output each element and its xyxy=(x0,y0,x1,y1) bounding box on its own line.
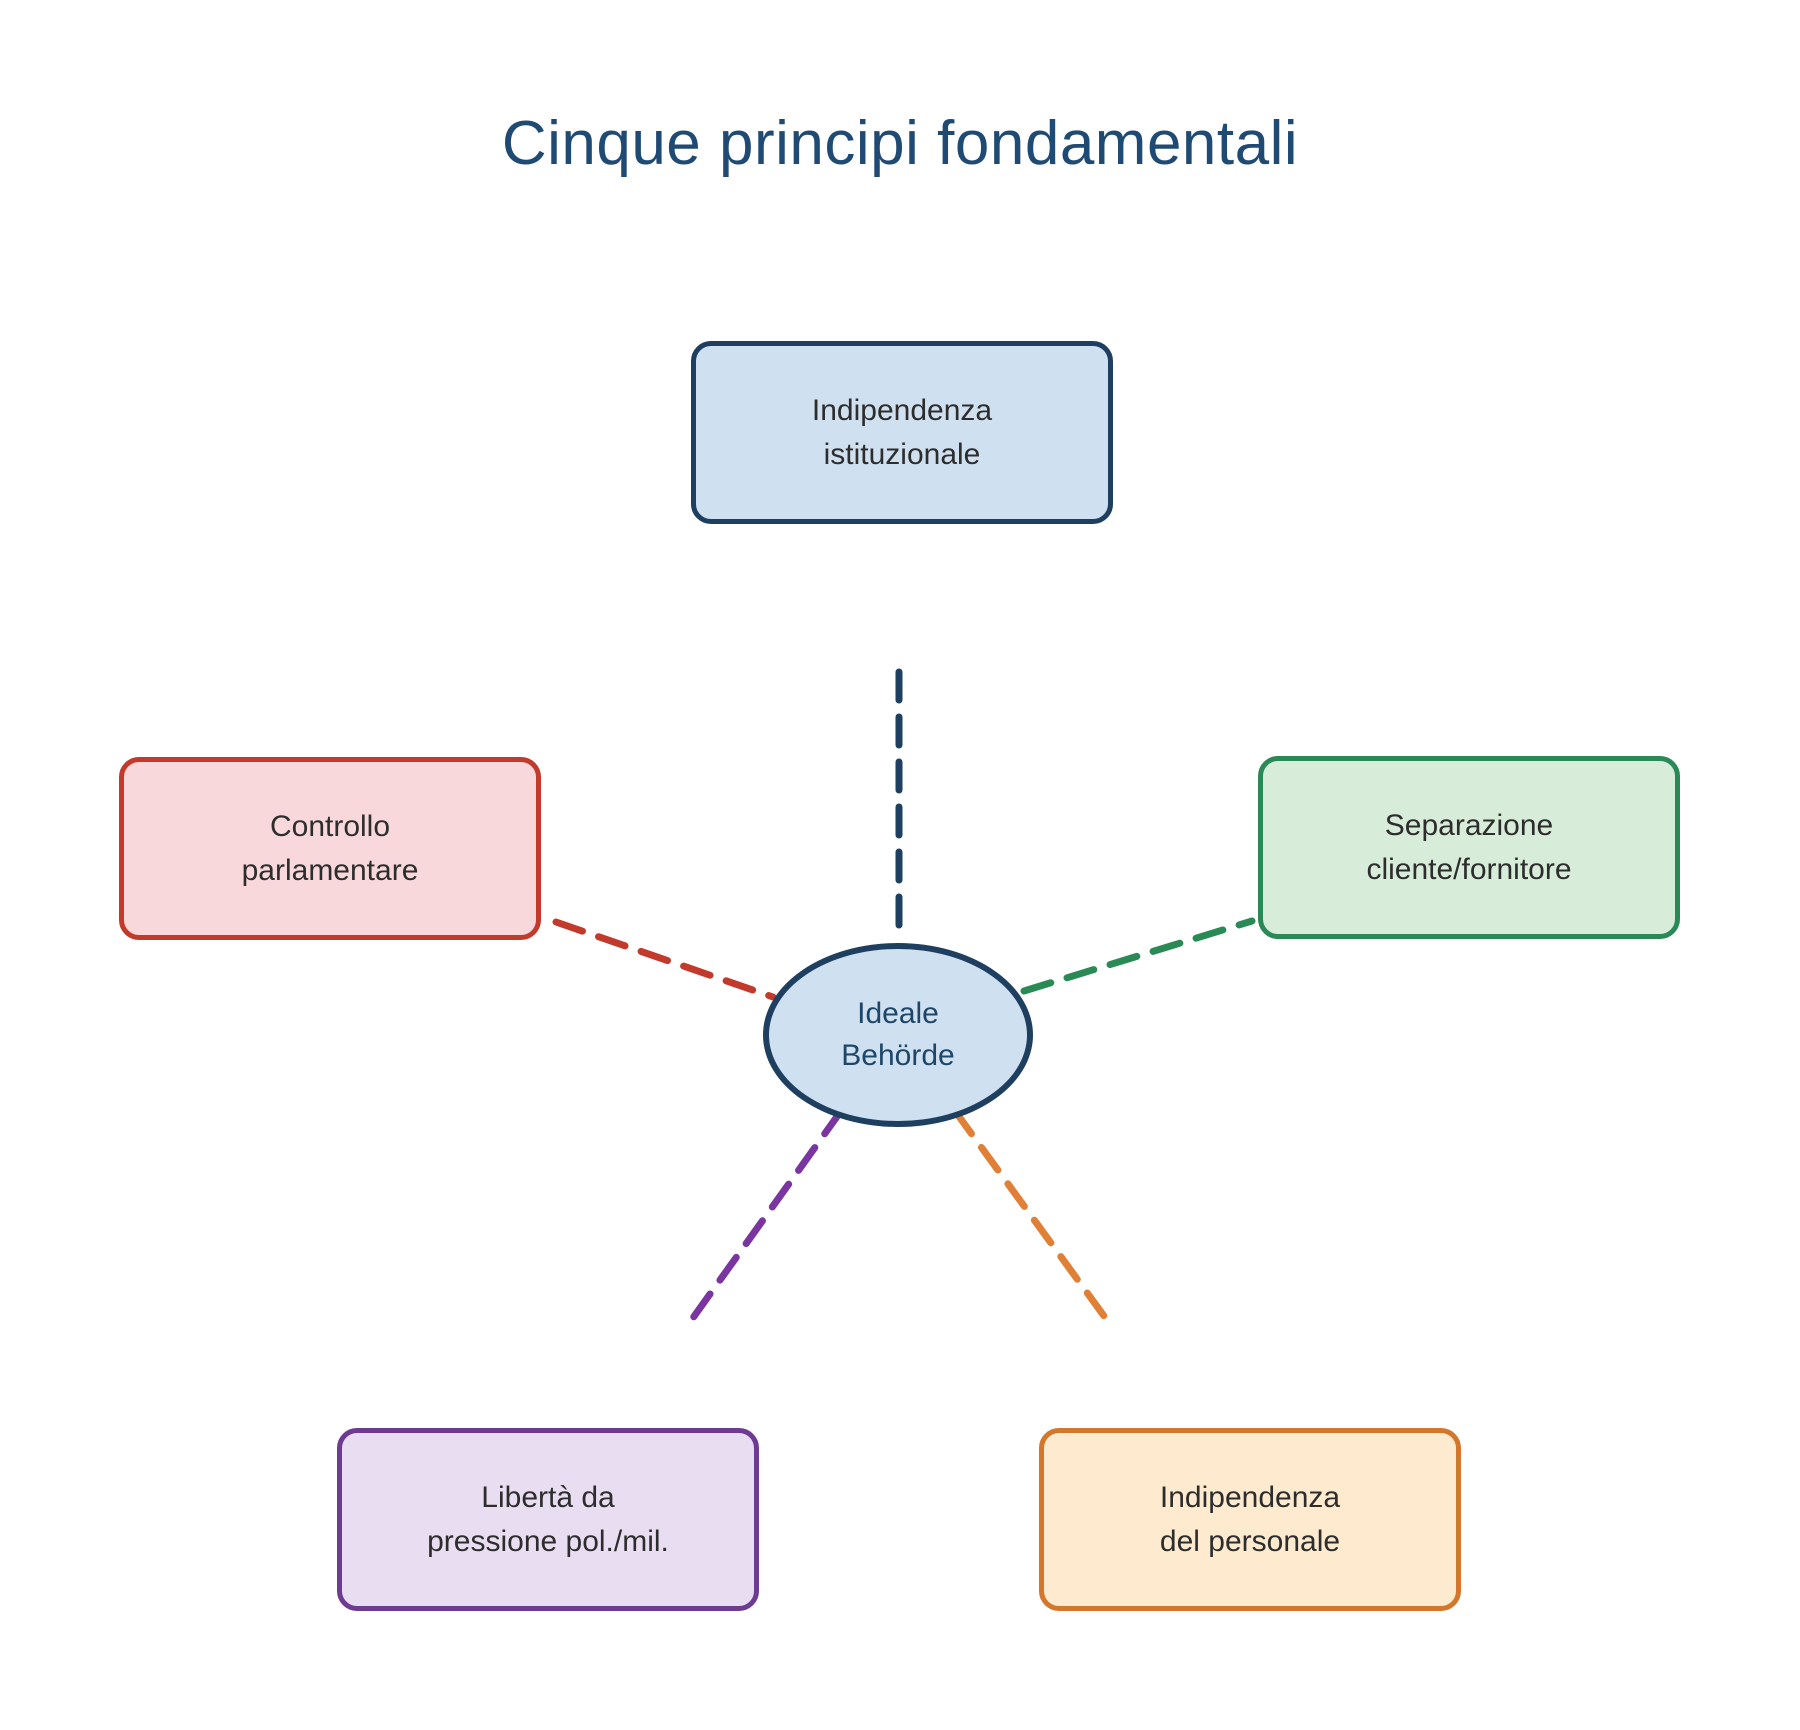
node-label-line: istituzionale xyxy=(823,437,981,471)
diagram-title: Cinque principi fondamentali xyxy=(501,109,1299,178)
node-label-line: cliente/fornitore xyxy=(1366,852,1572,886)
node-parliamentary-control: Controllo parlamentare xyxy=(119,757,541,940)
connector-staff-independence xyxy=(951,1107,1116,1331)
node-label-line: Libertà da xyxy=(481,1480,615,1514)
node-freedom-political-military-pressure: Libertà da pressione pol./mil. xyxy=(337,1428,759,1611)
node-ideale-behoerde-center: Ideale Behörde xyxy=(763,943,1033,1127)
node-label-line: Indipendenza xyxy=(1159,1480,1341,1514)
node-label-line: del personale xyxy=(1159,1524,1341,1558)
node-label-line: parlamentare xyxy=(241,853,419,887)
node-label-line: pressione pol./mil. xyxy=(427,1524,669,1558)
center-label-line: Behörde xyxy=(841,1039,955,1072)
node-label-line: Indipendenza xyxy=(811,393,993,427)
connector-freedom-political-military-pressure xyxy=(686,1107,845,1326)
node-client-supplier-separation: Separazione cliente/fornitore xyxy=(1258,756,1680,939)
node-staff-independence: Indipendenza del personale xyxy=(1039,1428,1461,1611)
node-label-line: Separazione xyxy=(1384,808,1554,842)
node-label-line: Controllo xyxy=(269,809,391,843)
center-label-line: Ideale xyxy=(857,997,939,1030)
connector-client-supplier-separation xyxy=(1020,917,1256,995)
node-institutional-independence: Indipendenza istituzionale xyxy=(691,341,1113,524)
connector-parliamentary-control xyxy=(552,918,777,1001)
